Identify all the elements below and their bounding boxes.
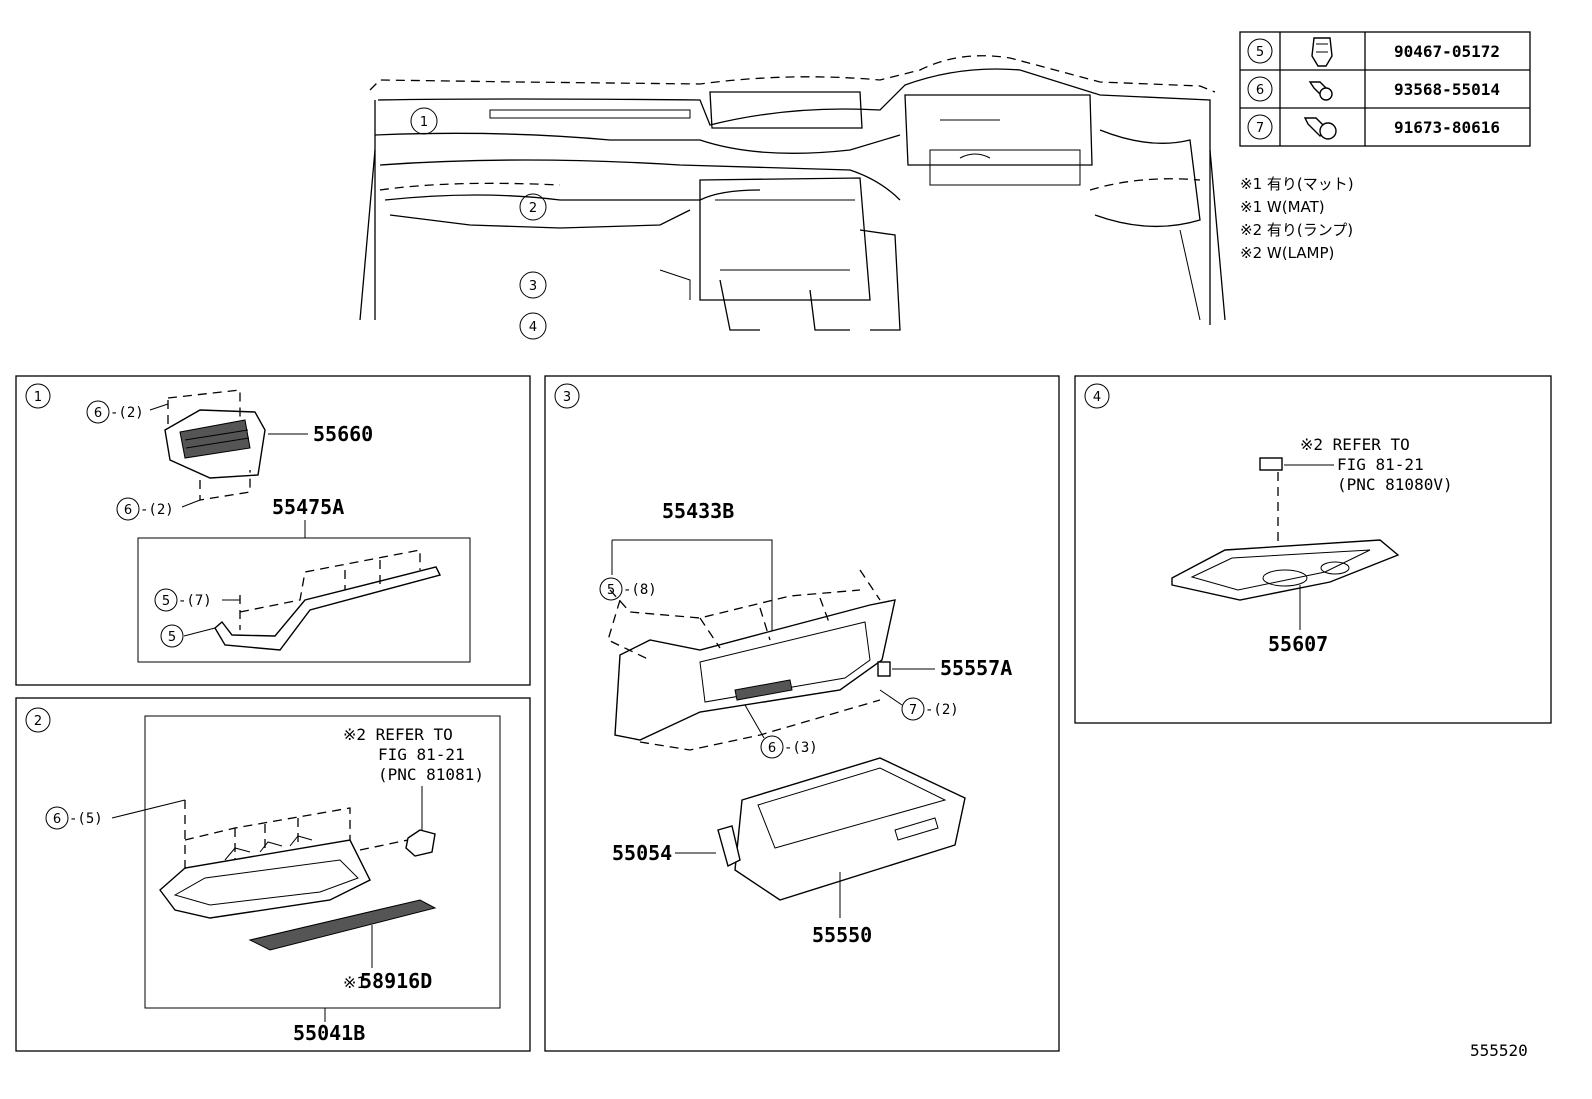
instrument-panel-overview <box>359 55 1226 331</box>
note-4: ※2 W(LAMP) <box>1240 244 1334 262</box>
qty-6-3: -(3) <box>784 740 818 756</box>
overview-callout-3: 3 <box>529 279 537 294</box>
clip-icon <box>1311 37 1333 67</box>
part-55660: 55660 <box>313 422 373 446</box>
overview-callouts: 1 2 3 4 <box>410 107 547 340</box>
overview-callout-4: 4 <box>529 320 537 335</box>
note-2: ※1 W(MAT) <box>1240 198 1325 216</box>
figure-id: 555520 <box>1470 1041 1528 1060</box>
glovebox-door-55433B-drawing <box>614 599 896 741</box>
callout-5: 5 <box>162 594 170 609</box>
refer-line-2: FIG 81-21 <box>1337 455 1424 474</box>
callout-6: 6 <box>768 741 776 756</box>
note-3: ※2 有り(ランプ) <box>1240 221 1353 239</box>
glovebox-55550-drawing <box>734 757 966 901</box>
table-partno-5: 90467-05172 <box>1394 42 1500 61</box>
refer-line-3: (PNC 81081) <box>378 765 484 784</box>
callout-5: 5 <box>607 583 615 598</box>
table-partno-6: 93568-55014 <box>1394 80 1500 99</box>
mark-1: ※1 <box>343 973 366 992</box>
damper-55054-drawing <box>717 825 741 868</box>
callout-6b: 6 <box>124 503 132 518</box>
overview-callout-2: 2 <box>529 201 537 216</box>
bolt-icon <box>1303 117 1337 140</box>
qty-7-2: -(2) <box>925 702 959 718</box>
screw-icon <box>1308 81 1333 101</box>
qty-5-8: -(8) <box>623 582 657 598</box>
mat-58916D-drawing <box>248 899 437 951</box>
connector-drawing <box>405 829 436 857</box>
part-55475A: 55475A <box>272 495 344 519</box>
tray-55607-drawing <box>1171 539 1400 601</box>
panel-2: 2 ※2 REFER TO FIG 81-21 (PNC 81081) 6 -(… <box>15 697 531 1052</box>
panel-3-id: 3 <box>563 390 571 405</box>
vent-55660-drawing <box>164 409 266 479</box>
part-55041B: 55041B <box>293 1021 365 1045</box>
part-55550: 55550 <box>812 923 872 947</box>
callout-7: 7 <box>909 703 917 718</box>
panel-1: 1 55660 6 -(2) 6 -(2) 55475A 5 -(7) 5 <box>15 375 531 686</box>
panel-3: 3 55433B 5 -(8) 55557A 7 -(2) 6 -(3) <box>544 375 1060 1052</box>
panel-4-id: 4 <box>1093 390 1101 405</box>
panel-4: 4 ※2 REFER TO FIG 81-21 (PNC 81080V) 556… <box>1074 375 1552 724</box>
connector-drawing <box>1259 457 1283 471</box>
table-partno-7: 91673-80616 <box>1394 118 1500 137</box>
part-55607: 55607 <box>1268 632 1328 656</box>
overview-callout-1: 1 <box>420 115 428 130</box>
callout-6: 6 <box>94 406 102 421</box>
table-key-5: 5 <box>1256 45 1264 60</box>
refer-line-1: ※2 REFER TO <box>343 725 453 744</box>
table-key-7: 7 <box>1256 121 1264 136</box>
refer-line-1: ※2 REFER TO <box>1300 435 1410 454</box>
qty-6-2: -(2) <box>110 405 144 421</box>
damper-55557A-drawing <box>877 661 891 677</box>
trim-55475A-drawing <box>214 566 442 651</box>
callout-6: 6 <box>53 812 61 827</box>
part-55433B: 55433B <box>662 499 734 523</box>
table-key-6: 6 <box>1256 83 1264 98</box>
cover-55041B-drawing <box>159 835 371 919</box>
refer-line-2: FIG 81-21 <box>378 745 465 764</box>
part-55557A: 55557A <box>940 656 1012 680</box>
qty-6-2b: -(2) <box>140 502 174 518</box>
qty-5-7: -(7) <box>178 593 212 609</box>
callout-5b: 5 <box>168 630 176 645</box>
part-58916D: 58916D <box>360 969 432 993</box>
note-1: ※1 有り(マット) <box>1240 175 1354 193</box>
refer-line-3: (PNC 81080V) <box>1337 475 1453 494</box>
legend-notes: ※1 有り(マット) ※1 W(MAT) ※2 有り(ランプ) ※2 W(LAM… <box>1240 175 1354 262</box>
panel-2-id: 2 <box>34 714 42 729</box>
panel-1-id: 1 <box>34 390 42 405</box>
part-55054: 55054 <box>612 841 672 865</box>
fastener-table: 5 90467-05172 6 93568-55014 7 91673-8061… <box>1239 31 1531 147</box>
qty-6-5: -(5) <box>69 811 103 827</box>
